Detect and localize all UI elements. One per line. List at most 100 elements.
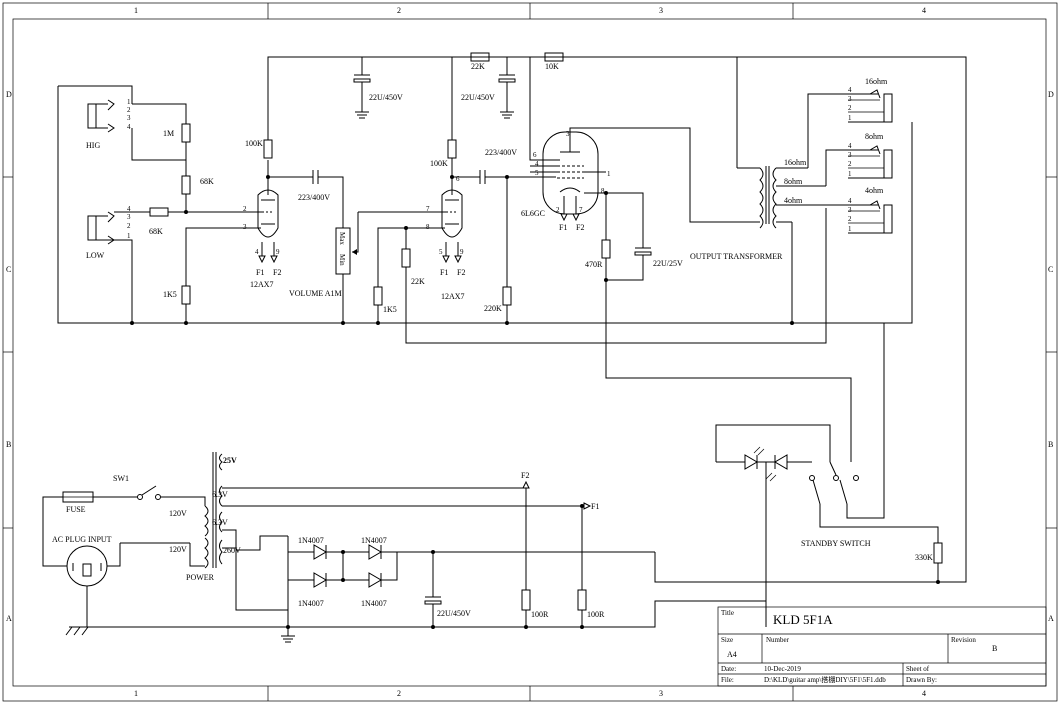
volume-label: VOLUME A1M xyxy=(289,289,342,298)
r-330k-label: 330K xyxy=(915,553,933,562)
zone-left-a: A xyxy=(6,614,12,623)
ot-tap-8: 8ohm xyxy=(784,177,803,186)
zone-top-3: 3 xyxy=(659,6,663,15)
v3-f1: F1 xyxy=(559,223,567,232)
r-470r-label: 470R xyxy=(585,260,603,269)
v2-pin-7: 7 xyxy=(426,205,430,213)
rectifier-bridge: 1N4007 1N4007 1N4007 1N4007 xyxy=(281,536,938,643)
v1-pin-2: 2 xyxy=(243,205,247,213)
j4-pin-1: 1 xyxy=(848,225,852,233)
power-transformer: 120V 120V 25V 6.3V 6.3V 260V POWER xyxy=(120,452,584,611)
capacitor-22u-450-c: 22U/450V xyxy=(424,552,471,629)
v1-f1: F1 xyxy=(256,268,264,277)
c-223-b-label: 223/400V xyxy=(485,148,517,157)
j16-pin-2: 2 xyxy=(848,104,852,112)
r-68k-b-label: 68K xyxy=(149,227,163,236)
resistor-100r-b: 100R xyxy=(577,589,605,629)
d2-label: 1N4007 xyxy=(361,536,387,545)
v3-pin-5: 5 xyxy=(535,169,539,177)
speaker-jacks: 4 3 2 1 16ohm 4 3 2 1 8ohm 4 3 2 xyxy=(848,77,913,234)
resistor-100k-a: 100K xyxy=(245,139,273,159)
resistor-68k-a: 68K xyxy=(181,175,214,212)
tb-date-label: Date: xyxy=(721,665,736,673)
j4-pin-2: 2 xyxy=(848,215,852,223)
zone-right-c: C xyxy=(1048,265,1053,274)
zone-right-b: B xyxy=(1048,440,1053,449)
d1-label: 1N4007 xyxy=(298,536,324,545)
heater-f1: F1 xyxy=(581,502,599,590)
j8-pin-4: 4 xyxy=(848,142,852,150)
ac-label: AC PLUG INPUT xyxy=(52,535,112,544)
v1-pin-3: 3 xyxy=(243,223,247,231)
resistor-22k-b: 22K xyxy=(401,208,827,344)
j4-pin-4: 4 xyxy=(848,197,852,205)
j4-label: 4ohm xyxy=(865,186,884,195)
ot-label: OUTPUT TRANSFORMER xyxy=(690,252,783,261)
c-223-a-label: 223/400V xyxy=(298,193,330,202)
v3-pin-7: 7 xyxy=(579,206,583,214)
capacitor-22u-25: 22U/25V xyxy=(606,192,683,281)
pt-260: 260V xyxy=(223,546,241,555)
switch-sw1: SW1 xyxy=(113,474,206,506)
tb-revision: B xyxy=(992,644,997,653)
capacitor-22u-450-b: 22U/450V xyxy=(461,57,516,119)
pt-63-a: 6.3V xyxy=(212,490,228,499)
zone-bottom-2: 2 xyxy=(397,689,401,698)
sw1-label: SW1 xyxy=(113,474,129,483)
zone-top-4: 4 xyxy=(922,6,926,15)
v1-pin-9: 9 xyxy=(276,248,280,256)
low-pin-4: 4 xyxy=(127,205,131,213)
resistor-100k-b: 100K xyxy=(430,57,457,195)
zone-bottom-4: 4 xyxy=(922,689,926,698)
j16-pin-3: 3 xyxy=(848,95,852,103)
c-22u-450-a-label: 22U/450V xyxy=(369,93,403,102)
resistor-220k: 220K xyxy=(484,177,512,325)
v1-f2: F2 xyxy=(273,268,281,277)
tb-title: KLD 5F1A xyxy=(773,612,833,627)
volume-min: Min xyxy=(338,254,346,266)
capacitor-223-b: 223/400V xyxy=(452,148,556,184)
volume-max: Max xyxy=(338,232,346,245)
zone-left-d: D xyxy=(6,90,12,99)
zone-bottom-3: 3 xyxy=(659,689,663,698)
pt-63-b: 6.3V xyxy=(212,518,228,527)
r-1k5-b-label: 1K5 xyxy=(383,305,397,314)
hig-label: HIG xyxy=(86,141,100,150)
fuse-label: FUSE xyxy=(66,505,86,514)
hig-pin-2: 2 xyxy=(127,106,131,114)
tb-file: D:\KLD\guitar amp\搭棚DIY\5F1\5F1.ddb xyxy=(764,675,886,684)
j16-pin-4: 4 xyxy=(848,86,852,94)
j8-label: 8ohm xyxy=(865,132,884,141)
ground-bus xyxy=(87,600,766,628)
tb-drawn: Drawn By: xyxy=(906,676,937,684)
pt-120-a: 120V xyxy=(169,509,187,518)
standby-switch: STANDBY SWITCH xyxy=(715,323,939,627)
low-pin-3: 3 xyxy=(127,213,131,221)
hig-pin-3: 3 xyxy=(127,114,131,122)
r-220k-label: 220K xyxy=(484,304,502,313)
c-22u-450-b-label: 22U/450V xyxy=(461,93,495,102)
zone-right-a: A xyxy=(1048,614,1054,623)
low-pin-2: 2 xyxy=(127,222,131,230)
r-100k-b-label: 100K xyxy=(430,159,448,168)
heater-f2: F2 xyxy=(521,471,530,590)
v2-pin-5: 5 xyxy=(439,248,443,256)
v3-pin-3: 3 xyxy=(566,130,570,138)
ot-tap-4: 4ohm xyxy=(784,196,803,205)
v2-pin-6: 6 xyxy=(456,175,460,183)
tb-revision-label: Revision xyxy=(951,636,976,644)
tb-number-label: Number xyxy=(766,636,790,644)
resistor-1k5-b: 1K5 xyxy=(373,227,436,325)
j4-pin-3: 3 xyxy=(848,206,852,214)
r-10k-label: 10K xyxy=(545,62,559,71)
j8-pin-3: 3 xyxy=(848,151,852,159)
heater-f1-label: F1 xyxy=(591,502,599,511)
fuse: FUSE xyxy=(62,491,137,514)
standby-label: STANDBY SWITCH xyxy=(801,539,871,548)
r-1m-label: 1M xyxy=(163,129,174,138)
v3-label: 6L6GC xyxy=(521,209,545,218)
zone-bottom-1: 1 xyxy=(134,689,138,698)
pt-label: POWER xyxy=(186,573,215,582)
